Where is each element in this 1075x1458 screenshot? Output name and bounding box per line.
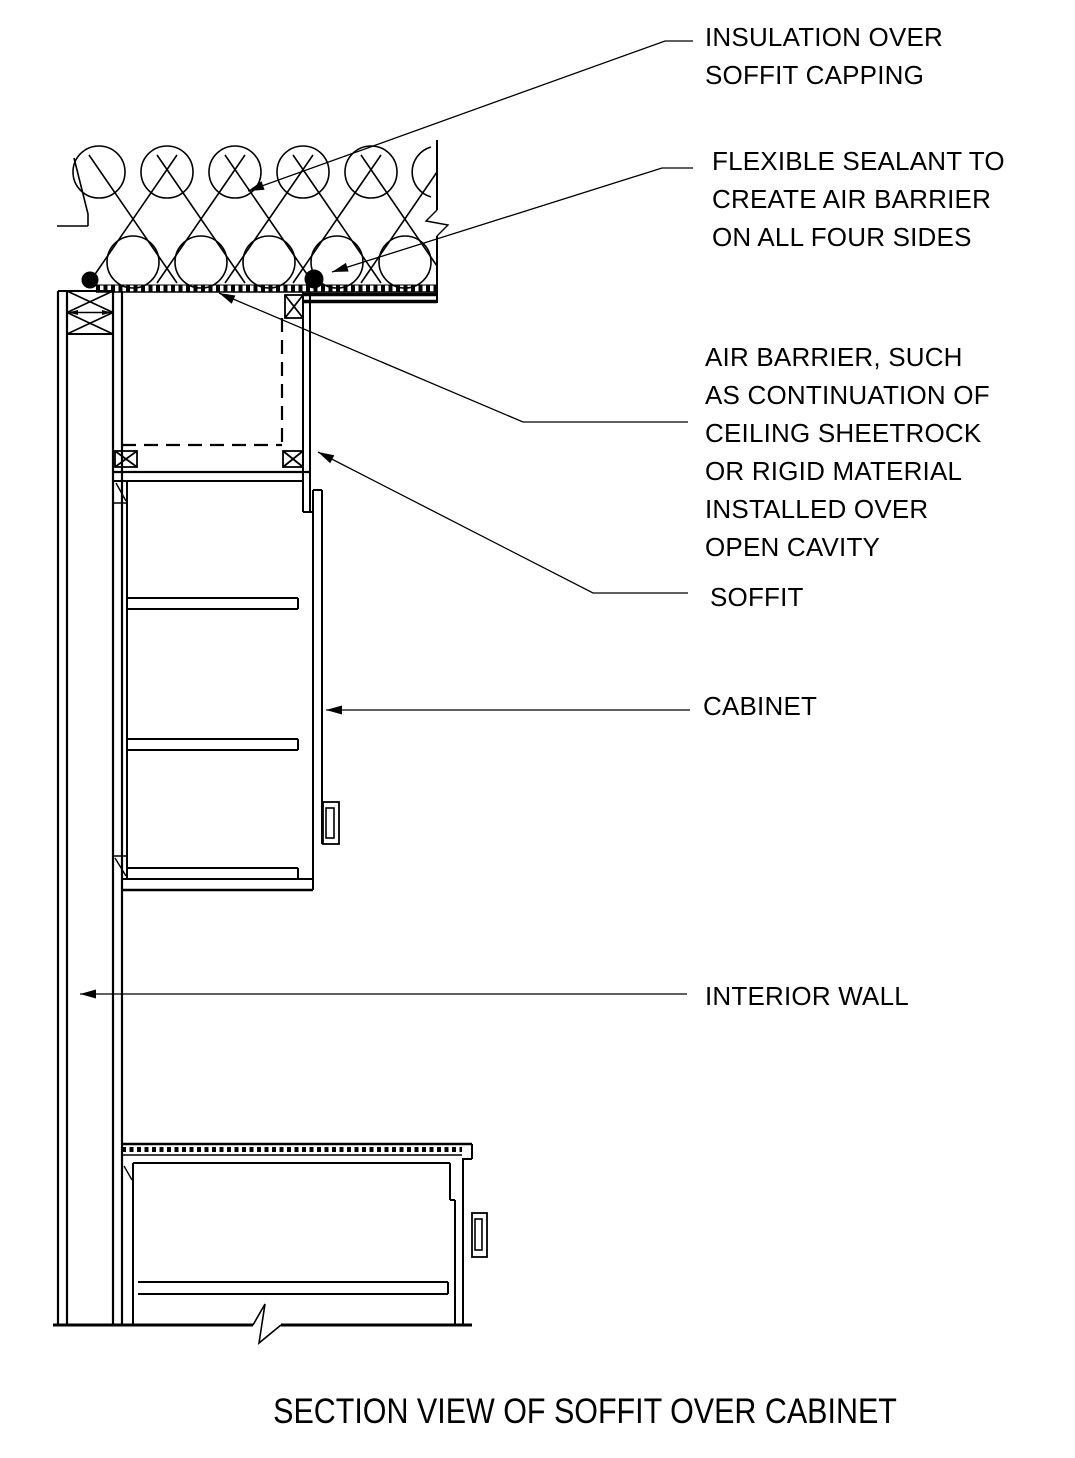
soffit-framing: [113, 292, 313, 513]
callout-cabinet: CABINET: [703, 691, 818, 721]
callout-soffit: SOFFIT: [710, 582, 804, 612]
callout-flexible-sealant: FLEXIBLE SEALANT TO CREATE AIR BARRIER O…: [712, 146, 1005, 252]
callout-interior-wall: INTERIOR WALL: [705, 981, 909, 1011]
base-cabinet: [122, 1142, 488, 1325]
leader-lines: [80, 40, 693, 995]
interior-wall-lines: [56, 290, 124, 1325]
insulation-batt-symbol: [57, 140, 450, 303]
leader-arrowheads: [80, 181, 349, 999]
soffit-capping: [96, 284, 437, 304]
floor-line: [53, 1303, 472, 1345]
drawing-title: SECTION VIEW OF SOFFIT OVER CABINET: [273, 1392, 897, 1431]
callout-air-barrier: AIR BARRIER, SUCH AS CONTINUATION OF CEI…: [705, 342, 990, 562]
upper-cabinet: [113, 481, 340, 892]
wall-top-blocking: [66, 290, 114, 335]
callout-insulation: INSULATION OVER SOFFIT CAPPING: [705, 22, 944, 90]
